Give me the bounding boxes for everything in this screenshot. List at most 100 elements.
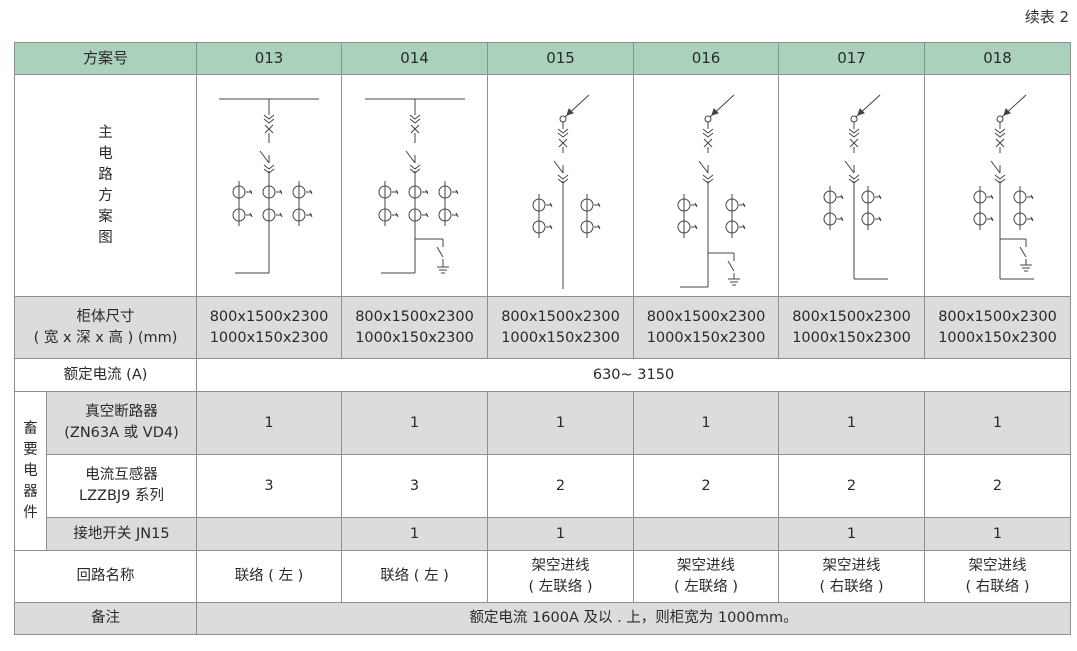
circuit-name-label: 回路名称 — [13, 550, 198, 603]
circuit-name-cell: 架空进线 ( 右联络 ) — [924, 550, 1072, 603]
label-char: 器 — [23, 483, 38, 500]
earth-switch-row: 接地开关 JN15 1 1 1 1 — [14, 517, 1072, 551]
size-value: 800x1500x2300 — [938, 308, 1057, 325]
diagram-row: 主 电 路 方 案 图 — [13, 74, 1072, 297]
breaker-label: 真空断路器 (ZN63A 或 VD4) — [45, 391, 198, 455]
ct-qty: 3 — [196, 454, 343, 518]
circuit-diagram — [823, 94, 888, 279]
cabinet-size-cell: 800x1500x2300 1000x150x2300 — [778, 296, 926, 359]
name-line: ( 左联络 ) — [673, 578, 739, 595]
remarks-value: 额定电流 1600A 及以 . 上，则柜宽为 1000mm。 — [196, 602, 1072, 635]
name-line: 架空进线 — [531, 557, 590, 574]
ct-qty: 2 — [487, 454, 635, 518]
ct-row: 电流互感器 LZZBJ9 系列 3 3 2 2 2 2 — [14, 454, 1072, 518]
breaker-qty: 1 — [778, 391, 926, 455]
ct-qty: 2 — [633, 454, 780, 518]
circuit-diagram — [364, 98, 465, 273]
diagram-cell-016 — [633, 74, 780, 297]
header-label: 方案号 — [13, 42, 198, 75]
label-char: 要 — [23, 441, 38, 458]
circuit-name-cell: 架空进线 ( 左联络 ) — [633, 550, 780, 603]
breaker-qty: 1 — [924, 391, 1072, 455]
label-char: 主 — [98, 124, 113, 141]
label-line: LZZBJ9 系列 — [79, 488, 165, 504]
name-line: 联络 ( 左 ) — [380, 568, 449, 584]
continuation-label: 续表 2 — [1024, 8, 1069, 26]
earth-switch-qty — [196, 517, 343, 551]
label-line: ( 宽 x 深 x 高 ) (mm) — [33, 329, 178, 346]
earth-switch-label: 接地开关 JN15 — [45, 517, 198, 551]
label-char: 电 — [23, 462, 38, 479]
breaker-row: 畜 要 电 器 件 真空断路器 (ZN63A 或 VD4) 1 1 1 1 1 … — [14, 391, 1072, 551]
earth-switch-qty — [633, 517, 780, 551]
size-value: 1000x150x2300 — [792, 329, 911, 346]
ct-label: 电流互感器 LZZBJ9 系列 — [45, 454, 198, 518]
size-value: 1000x150x2300 — [209, 329, 329, 346]
circuit-diagram — [219, 98, 320, 273]
label-char: 方 — [98, 187, 113, 204]
earth-switch-qty: 1 — [341, 517, 489, 551]
scheme-table: 方案号 013 014 015 016 017 018 主 电 路 方 案 图 — [13, 42, 1072, 635]
size-value: 1000x150x2300 — [646, 329, 766, 346]
size-value: 800x1500x2300 — [355, 308, 474, 325]
circuit-diagram — [677, 94, 746, 287]
size-value: 800x1500x2300 — [209, 308, 329, 325]
circuit-name-cell: 架空进线 ( 左联络 ) — [487, 550, 635, 603]
earth-switch-qty: 1 — [924, 517, 1072, 551]
name-line: 架空进线 — [677, 557, 736, 574]
ct-qty: 2 — [778, 454, 926, 518]
header-row: 方案号 013 014 015 016 017 018 — [13, 42, 1072, 75]
circuit-diagram — [532, 94, 600, 289]
diagram-cell-015 — [487, 74, 635, 297]
scheme-number: 017 — [778, 42, 926, 75]
breaker-qty: 1 — [633, 391, 780, 455]
scheme-number: 018 — [924, 42, 1072, 75]
earth-switch-qty: 1 — [778, 517, 926, 551]
size-value: 800x1500x2300 — [646, 308, 766, 325]
cabinet-size-row: 柜体尺寸 ( 宽 x 深 x 高 ) (mm) 800x1500x2300 100… — [13, 296, 1072, 359]
diagram-cell-018 — [924, 74, 1072, 297]
name-line: ( 右联络 ) — [819, 578, 884, 595]
rated-current-label: 额定电流 (A) — [13, 358, 198, 392]
remarks-label: 备注 — [13, 602, 198, 635]
circuit-name-cell: 架空进线 ( 右联络 ) — [778, 550, 926, 603]
name-line: ( 左联络 ) — [528, 578, 593, 595]
label-line: 电流互感器 — [85, 467, 158, 483]
remarks-row: 备注 额定电流 1600A 及以 . 上，则柜宽为 1000mm。 — [13, 602, 1072, 635]
diagram-cell-014 — [341, 74, 489, 297]
breaker-qty: 1 — [341, 391, 489, 455]
label-line: (ZN63A 或 VD4) — [64, 425, 179, 441]
size-value: 800x1500x2300 — [501, 308, 620, 325]
label-char: 电 — [98, 145, 113, 162]
rated-current-value: 630~ 3150 — [196, 358, 1072, 392]
scheme-number: 014 — [341, 42, 489, 75]
ct-qty: 2 — [924, 454, 1072, 518]
label-char: 畜 — [23, 420, 38, 437]
label-char: 路 — [98, 166, 113, 183]
label-line: 真空断路器 — [85, 404, 158, 420]
scheme-number: 016 — [633, 42, 780, 75]
name-line: 架空进线 — [822, 557, 881, 574]
name-line: 联络 ( 左 ) — [234, 568, 304, 584]
circuit-name-cell: 联络 ( 左 ) — [196, 550, 343, 603]
label-line: 柜体尺寸 — [76, 308, 135, 325]
scheme-number: 013 — [196, 42, 343, 75]
label-char: 图 — [98, 229, 113, 246]
diagram-row-label: 主 电 路 方 案 图 — [13, 74, 198, 297]
components-group-label: 畜 要 电 器 件 — [14, 391, 47, 551]
label-char: 件 — [23, 504, 38, 521]
cabinet-size-cell: 800x1500x2300 1000x150x2300 — [341, 296, 489, 359]
earth-switch-qty: 1 — [487, 517, 635, 551]
cabinet-size-cell: 800x1500x2300 1000x150x2300 — [633, 296, 780, 359]
breaker-qty: 1 — [196, 391, 343, 455]
ct-qty: 3 — [341, 454, 489, 518]
scheme-number: 015 — [487, 42, 635, 75]
circuit-name-row: 回路名称 联络 ( 左 ) 联络 ( 左 ) 架空进线 ( 左联络 ) 架空进线 (… — [13, 550, 1072, 603]
size-value: 800x1500x2300 — [792, 308, 911, 325]
size-value: 1000x150x2300 — [355, 329, 474, 346]
name-line: ( 右联络 ) — [965, 578, 1030, 595]
cabinet-size-label: 柜体尺寸 ( 宽 x 深 x 高 ) (mm) — [13, 296, 198, 359]
name-line: 架空进线 — [968, 557, 1027, 574]
diagram-cell-013 — [196, 74, 343, 297]
